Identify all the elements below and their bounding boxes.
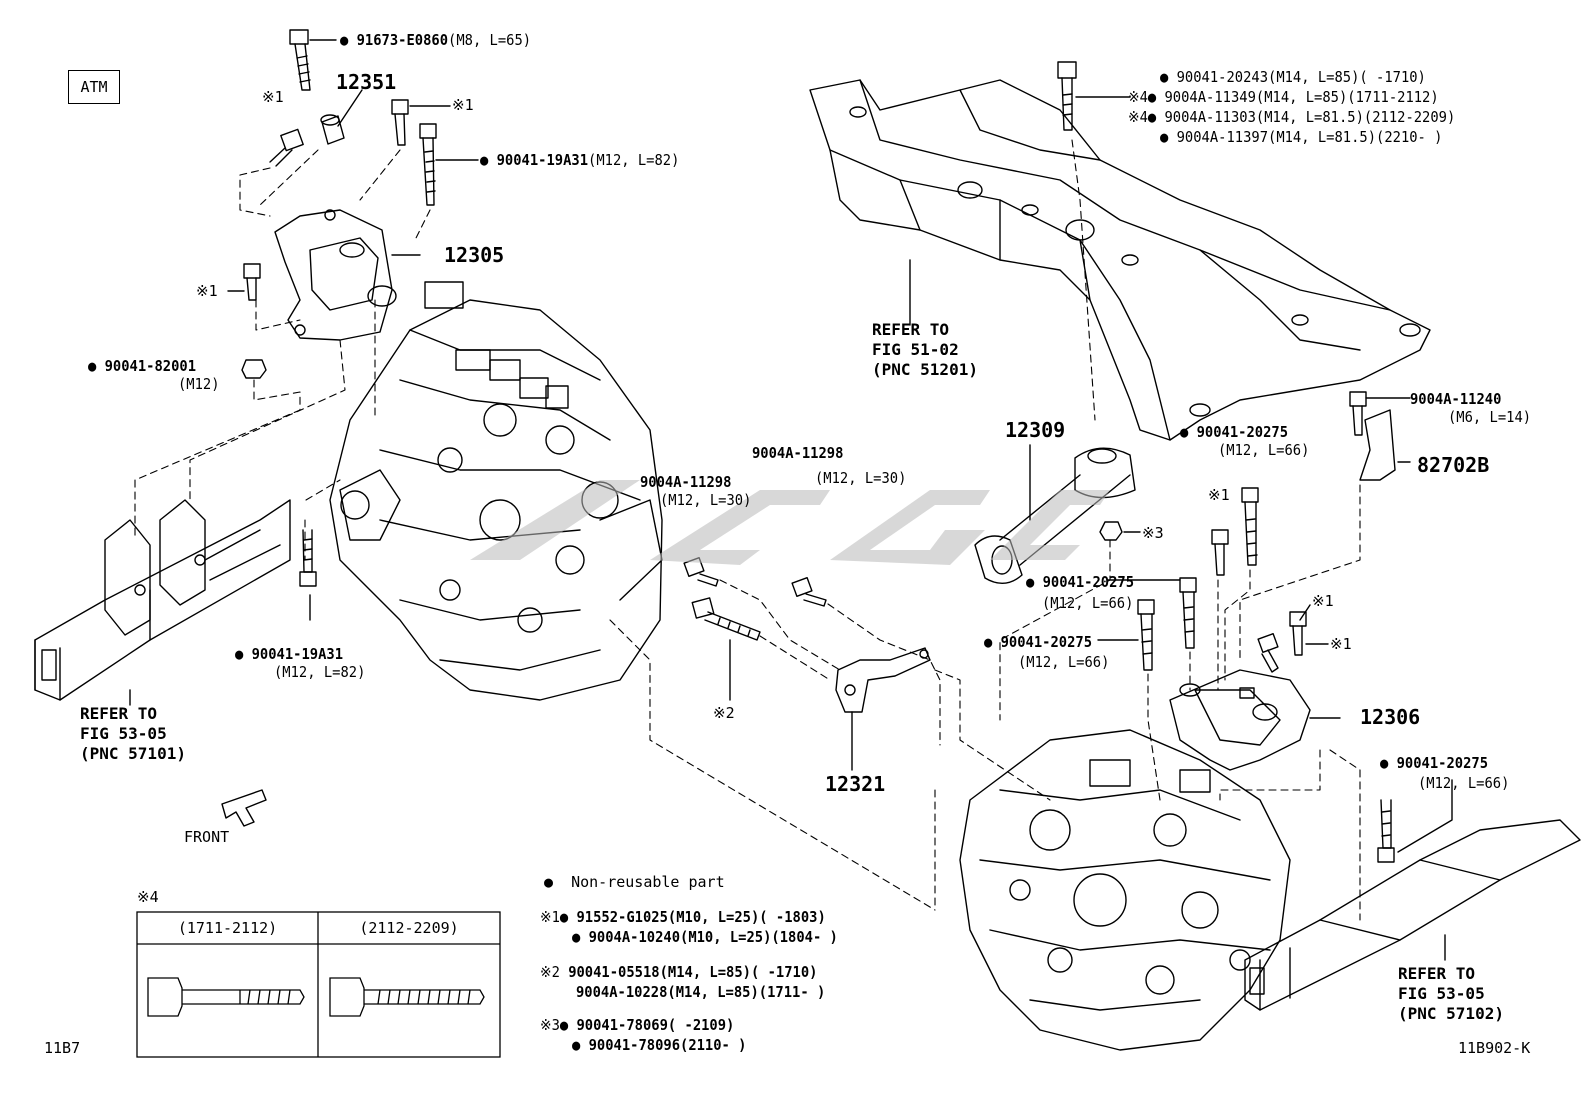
bolt-90041-20275-b-icon (1179, 577, 1197, 649)
refer-to-51201[interactable]: REFER TO FIG 51-02 (PNC 51201) (872, 322, 978, 378)
table-col-2112-2209: (2112-2209) (359, 919, 459, 937)
front-arrow-icon (221, 789, 267, 827)
bolt-x1-mid-icon (243, 263, 261, 301)
legend-note-3b: ● 90041-78096(2110- ) (572, 1036, 747, 1054)
part-12305[interactable]: 12305 (444, 243, 505, 267)
callout-90041-20243[interactable]: ● 90041-20243(M14, L=85)( -1710) (1160, 68, 1426, 86)
bolt-9004a-11298-right-icon (791, 576, 827, 607)
callout-90041-20275-b-spec: (M12, L=66) (1042, 594, 1134, 612)
mark-x1-d: ※1 (1208, 486, 1230, 504)
mark-x1-b: ※1 (452, 96, 474, 114)
refer-line: (PNC 51201) (872, 360, 978, 379)
refer-line: FIG 51-02 (872, 340, 959, 359)
part-12351[interactable]: 12351 (336, 70, 397, 94)
callout-9004a-11298-left[interactable]: 9004A-11298 (640, 473, 732, 491)
subframe-icon (809, 79, 1431, 441)
callout-9004a-11240[interactable]: 9004A-11240 (1410, 390, 1502, 408)
callout-90041-20275-b[interactable]: ● 90041-20275 (1026, 573, 1135, 591)
callout-91673-e0860[interactable]: ● 91673-E0860(M8, L=65) (340, 31, 532, 49)
refer-line: REFER TO (80, 704, 158, 723)
callout-90041-82001[interactable]: ● 90041-82001 (88, 357, 197, 375)
legend-note-2a: ※2 90041-05518(M14, L=85)( -1710) (540, 963, 818, 981)
bolt-90041-19a31-top-icon (419, 123, 437, 206)
bolt-90041-19a31-lower-icon (299, 529, 317, 587)
bolt-x2-icon (691, 597, 761, 641)
callout-90041-20275-d[interactable]: ● 90041-20275 (1380, 754, 1489, 772)
mark-x1-a: ※1 (262, 88, 284, 106)
bolt-90041-20275-a-icon (1241, 487, 1259, 566)
part-12309[interactable]: 12309 (1005, 418, 1066, 442)
bolt-x1-low-left-icon (1257, 632, 1279, 673)
mark-x3: ※3 (1142, 524, 1164, 542)
callout-9004a-11240-spec: (M6, L=14) (1448, 408, 1532, 426)
callout-90041-20275-a[interactable]: ● 90041-20275 (1180, 423, 1289, 441)
transmission-mount-12306-icon (1169, 669, 1311, 771)
legend-note-1b: ● 9004A-10240(M10, L=25)(1804- ) (572, 928, 838, 946)
bolt-90041-20275-c-icon (1137, 599, 1155, 671)
part-82702b[interactable]: 82702B (1417, 453, 1490, 477)
refer-to-57102[interactable]: REFER TO FIG 53-05 (PNC 57102) (1398, 966, 1504, 1022)
table-col-1711-2112: (1711-2112) (177, 919, 278, 937)
bolt-9004a-11240-icon (1349, 391, 1367, 436)
transmission-icon (959, 729, 1291, 1051)
atm-tag: ATM (68, 70, 120, 104)
table-mark: ※4 (137, 888, 159, 906)
mark-x1-e: ※1 (1312, 592, 1334, 610)
bolt-subframe-top-icon (1057, 61, 1077, 131)
refer-line: (PNC 57102) (1398, 1004, 1504, 1023)
front-label: FRONT (184, 828, 230, 846)
bolt-x1-right-icon (1211, 529, 1229, 576)
bolt-2112-2209-icon (329, 977, 485, 1017)
legend-note-3a: ※3● 90041-78069( -2109) (540, 1016, 735, 1034)
legend-note-2b: 9004A-10228(M14, L=85)(1711- ) (576, 983, 826, 1001)
callout-9004a-11303[interactable]: ※4● 9004A-11303(M14, L=81.5)(2112-2209) (1128, 108, 1456, 126)
refer-line: FIG 53-05 (1398, 984, 1485, 1003)
frame-rail-right-icon (1244, 819, 1581, 1011)
mark-x1-c: ※1 (196, 282, 218, 300)
bracket-12321-icon (835, 647, 931, 713)
bushing-12351-icon (320, 114, 345, 145)
bolt-x1-low-right-icon (1289, 611, 1307, 656)
bolt-x1-top-icon (391, 99, 409, 146)
nut-90041-82001-icon (241, 359, 267, 379)
nut-x3-icon (1099, 521, 1123, 541)
bolt-1711-2112-icon (147, 977, 305, 1017)
part-12306[interactable]: 12306 (1360, 705, 1421, 729)
callout-9004a-11298-right[interactable]: 9004A-11298 (752, 444, 844, 462)
bolt-x1-upper-left-icon (269, 128, 304, 167)
bolt-91673-icon (289, 29, 311, 91)
refer-line: (PNC 57101) (80, 744, 186, 763)
engine-mount-12305-icon (274, 209, 397, 341)
callout-90041-19a31-lower[interactable]: ● 90041-19A31 (235, 645, 344, 663)
callout-90041-20275-d-spec: (M12, L=66) (1418, 774, 1510, 792)
callout-90041-19a31-lower-spec: (M12, L=82) (274, 663, 366, 681)
callout-9004a-11298-left-spec: (M12, L=30) (660, 491, 752, 509)
legend-note-1a: ※1● 91552-G1025(M10, L=25)( -1803) (540, 908, 826, 926)
callout-90041-20275-a-spec: (M12, L=66) (1218, 441, 1310, 459)
callout-9004a-11349[interactable]: ※4● 9004A-11349(M14, L=85)(1711-2112) (1128, 88, 1439, 106)
page-code-right: 11B902-K (1458, 1039, 1531, 1057)
refer-line: REFER TO (1398, 964, 1476, 983)
callout-90041-82001-spec: (M12) (178, 375, 220, 393)
part-12321[interactable]: 12321 (825, 772, 886, 796)
callout-9004a-11397[interactable]: ● 9004A-11397(M14, L=81.5)(2210- ) (1160, 128, 1443, 146)
mark-x2: ※2 (713, 704, 735, 722)
callout-90041-20275-c[interactable]: ● 90041-20275 (984, 633, 1093, 651)
x4-bolt-table (136, 911, 501, 1058)
legend-nonreusable: ● Non-reusable part (544, 873, 725, 891)
page-code-left: 11B7 (44, 1039, 81, 1057)
refer-to-57101[interactable]: REFER TO FIG 53-05 (PNC 57101) (80, 706, 186, 762)
watermark-logo-icon (470, 480, 1110, 565)
callout-90041-19a31-top[interactable]: ● 90041-19A31(M12, L=82) (480, 151, 680, 169)
callout-90041-20275-c-spec: (M12, L=66) (1018, 653, 1110, 671)
bolt-90041-20275-d-icon (1377, 799, 1395, 863)
frame-rail-left-icon (34, 499, 291, 701)
refer-line: FIG 53-05 (80, 724, 167, 743)
callout-9004a-11298-right-spec: (M12, L=30) (815, 469, 907, 487)
bracket-82702b-icon (1359, 409, 1396, 481)
refer-line: REFER TO (872, 320, 950, 339)
mark-x1-f: ※1 (1330, 635, 1352, 653)
